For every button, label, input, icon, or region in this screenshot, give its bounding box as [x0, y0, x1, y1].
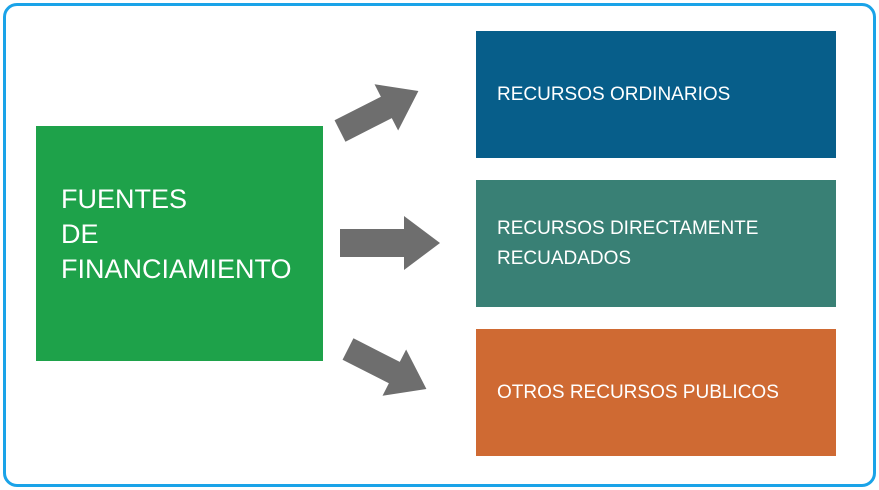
- target-3-line-1: OTROS RECURSOS PUBLICOS: [497, 381, 779, 403]
- source-box: FUENTES DE FINANCIAMIENTO: [36, 126, 323, 361]
- arrow-to-target-2: [340, 216, 440, 270]
- target-box-recursos-directamente-recuadados: RECURSOS DIRECTAMENTE RECUADADOS: [476, 180, 836, 307]
- source-line-3: FINANCIAMIENTO: [61, 254, 292, 284]
- source-line-2: DE: [61, 219, 99, 249]
- arrow-to-target-1: [334, 84, 419, 142]
- target-2-line-1: RECURSOS DIRECTAMENTE: [497, 217, 759, 239]
- arrow-to-target-3: [342, 338, 427, 396]
- source-line-1: FUENTES: [61, 184, 188, 214]
- target-box-otros-recursos-publicos: OTROS RECURSOS PUBLICOS: [476, 329, 836, 456]
- target-box-recursos-ordinarios: RECURSOS ORDINARIOS: [476, 31, 836, 158]
- target-1-line-1: RECURSOS ORDINARIOS: [497, 83, 731, 105]
- target-2-line-2: RECUADADOS: [497, 247, 632, 269]
